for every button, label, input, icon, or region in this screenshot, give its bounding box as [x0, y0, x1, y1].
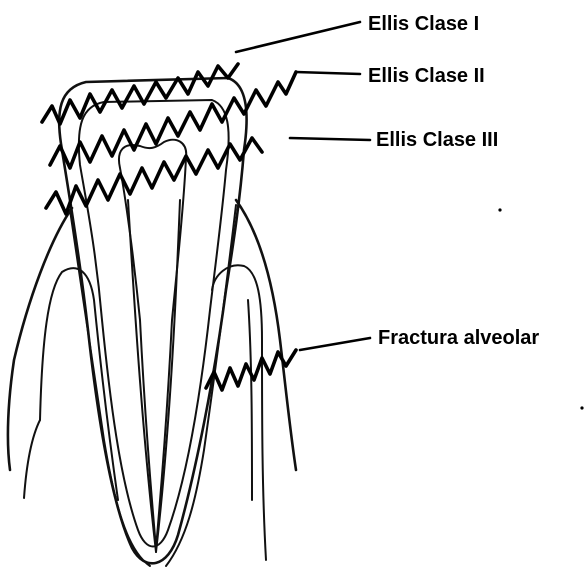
leader-line-ellis-3 — [290, 138, 370, 140]
label-ellis-clase-1: Ellis Clase I — [368, 13, 479, 35]
alveolar-bone-right — [236, 200, 296, 470]
alveolar-socket-left — [40, 268, 118, 500]
leader-line-ellis-1 — [236, 22, 360, 52]
dentin-outline — [79, 100, 229, 547]
label-ellis-clase-2: Ellis Clase II — [368, 65, 485, 87]
pulp-chamber-outline — [119, 140, 186, 548]
alveolar-bone-right-inner — [248, 300, 252, 500]
alveolar-bone-left — [8, 208, 72, 470]
label-ellis-clase-3: Ellis Clase III — [376, 129, 498, 151]
speck — [580, 406, 583, 409]
leader-line-alveolar — [300, 338, 370, 350]
label-fractura-alveolar: Fractura alveolar — [378, 327, 539, 349]
speck — [498, 208, 501, 211]
leader-line-ellis-2 — [296, 72, 360, 74]
alveolar-bone-left-inner — [24, 420, 40, 498]
alveolar-socket-right — [212, 265, 266, 560]
